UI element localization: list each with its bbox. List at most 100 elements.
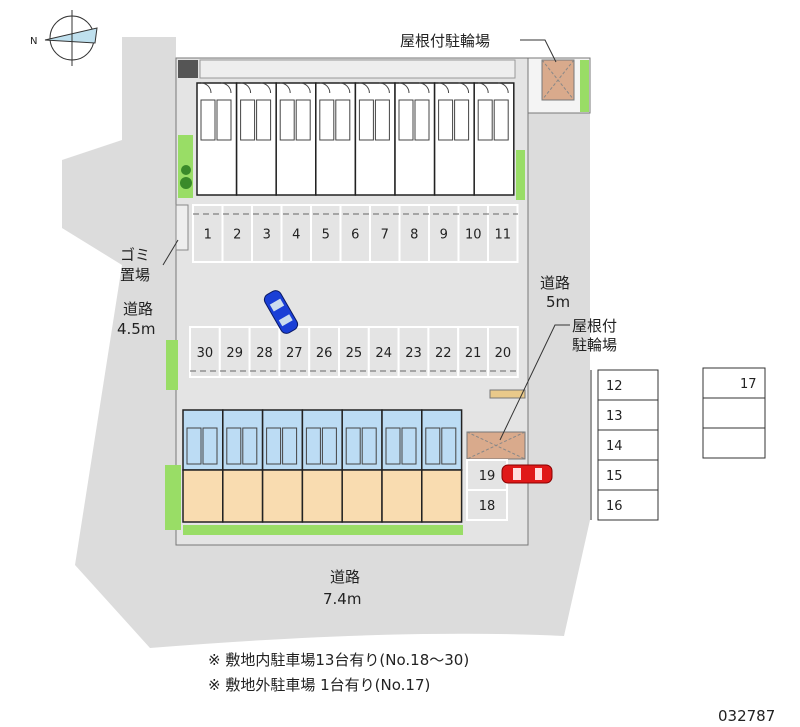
apartment-unit-lower (182, 469, 224, 523)
apartment-unit-lower (341, 469, 383, 523)
apartment-unit-lower (381, 469, 423, 523)
offsite-parking-stall (702, 367, 766, 399)
parking-stall-number: 10 (465, 228, 482, 243)
bike-shelter-label: 屋根付駐輪場 (400, 32, 490, 50)
unit-room (358, 99, 374, 141)
parking-stall-number: 1 (204, 228, 212, 243)
offsite-parking-number: 13 (606, 409, 623, 424)
door-icon (359, 82, 390, 94)
unit-room (401, 427, 417, 465)
shelter-cross (541, 59, 575, 101)
parking-stall (338, 326, 370, 378)
garbage-label: ゴミ (120, 246, 150, 264)
unit-room (398, 99, 414, 141)
left-road-width: 4.5m (117, 320, 155, 338)
parking-stall (487, 326, 519, 378)
offsite-parking-number: 14 (606, 439, 623, 454)
garbage-area (175, 204, 189, 251)
blue-car-icon (263, 290, 299, 334)
unit-room (202, 427, 218, 465)
unit-room (226, 427, 242, 465)
offsite-parking-stall (597, 489, 659, 521)
parking-stall-number: 29 (226, 346, 243, 361)
offsite-parking-stall (597, 459, 659, 491)
door-icon (319, 82, 351, 94)
unit-room (335, 99, 351, 141)
unit-room (279, 99, 295, 141)
unit-room (493, 99, 509, 141)
parking-stall-number: 19 (479, 469, 496, 484)
offsite-parking-stall (702, 427, 766, 459)
parking-stall-number: 30 (197, 346, 214, 361)
shelter-cross (466, 431, 526, 460)
parking-note: ※ 敷地外駐車場 1台有り(No.17) (208, 676, 430, 694)
unit-room (282, 427, 298, 465)
door-icon (280, 82, 311, 94)
parking-stall (466, 489, 508, 521)
green-strip (580, 60, 589, 112)
unit-room (200, 99, 216, 141)
offsite-parking-number: 17 (740, 377, 757, 392)
bike-shelter-label: 屋根付 (572, 317, 617, 335)
parking-stall (397, 326, 430, 378)
parking-stall-number: 25 (346, 346, 363, 361)
unit-room (186, 427, 202, 465)
parking-stall-number: 22 (435, 346, 452, 361)
offsite-parking-stall (597, 369, 659, 401)
unit-room (295, 99, 311, 141)
door-icon (478, 82, 509, 94)
compass-icon: N (30, 10, 98, 66)
unit-room (374, 99, 390, 141)
offsite-parking-number: 12 (606, 379, 623, 394)
parking-stall-number: 18 (479, 499, 496, 514)
door-icon (240, 82, 272, 94)
tree-icon (180, 177, 192, 189)
leader-line (520, 39, 557, 63)
offsite-parking-number: 15 (606, 469, 623, 484)
parking-stall-number: 4 (292, 228, 300, 243)
parking-stall (487, 204, 519, 263)
green-strip (165, 465, 181, 530)
parking-stall-number: 11 (494, 228, 511, 243)
parking-stall-number: 7 (381, 228, 389, 243)
apartment-unit-lower (421, 469, 463, 523)
garbage-label: 置場 (120, 266, 150, 284)
door-icon (438, 82, 470, 94)
unit-room (319, 99, 335, 141)
parking-stall (218, 326, 251, 378)
green-strip (183, 525, 463, 535)
left-road-label: 道路 (123, 300, 153, 318)
right-road-label: 道路 (540, 274, 570, 292)
bike-rack (489, 389, 526, 399)
apartment-unit-lower (261, 469, 304, 523)
parking-stall-number: 20 (495, 346, 512, 361)
parking-stall-number: 9 (440, 228, 448, 243)
parking-stall-number: 23 (405, 346, 422, 361)
unit-room (441, 427, 457, 465)
offsite-parking-stall (702, 397, 766, 429)
green-strip (166, 340, 178, 390)
apartment-unit-lower (301, 469, 343, 523)
property-id: 032787 (718, 707, 775, 725)
right-road-width: 5m (546, 293, 570, 311)
bicycle-grate (178, 60, 198, 78)
red-car-icon (501, 464, 553, 484)
unit-room (454, 99, 470, 141)
offsite-parking-number: 16 (606, 499, 623, 514)
parking-stall (367, 326, 400, 378)
unit-room (242, 427, 258, 465)
bottom-road-label: 道路 (330, 568, 360, 586)
parking-note: ※ 敷地内駐車場13台有り(No.18～30) (208, 651, 469, 669)
offsite-parking-stall (597, 399, 659, 431)
parking-stall-number: 21 (465, 346, 482, 361)
unit-room (414, 99, 430, 141)
top-walkway (199, 59, 516, 79)
unit-room (385, 427, 401, 465)
unit-room (256, 99, 272, 141)
parking-stall-number: 27 (286, 346, 303, 361)
unit-room (266, 427, 282, 465)
door-icon (200, 82, 232, 94)
unit-room (425, 427, 441, 465)
